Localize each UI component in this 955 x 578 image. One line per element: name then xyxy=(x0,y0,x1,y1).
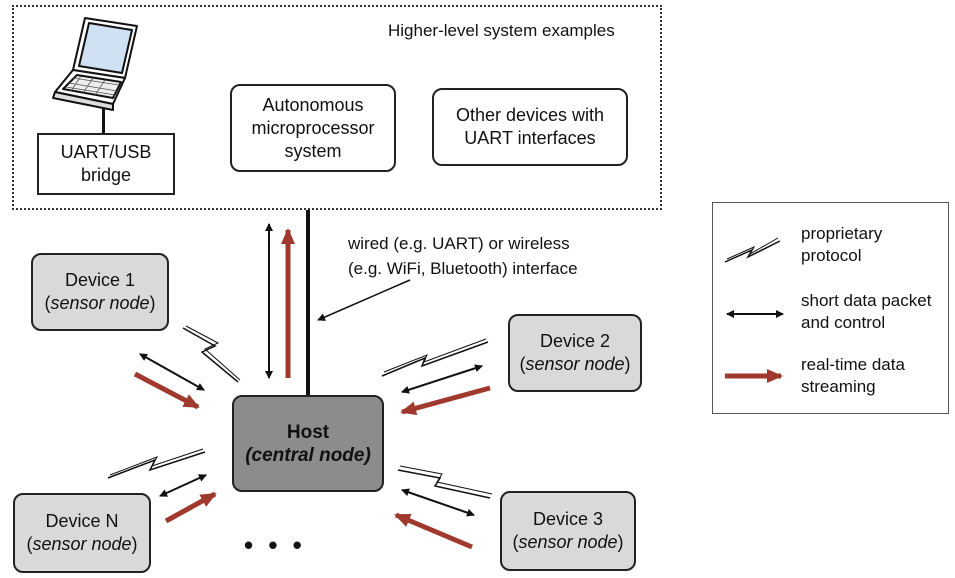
device3-box: Device 3 (sensor node) xyxy=(500,491,636,571)
laptop-cable xyxy=(102,108,105,134)
deviceN-role: (sensor node) xyxy=(26,534,138,554)
device3-wireless-zigzag-b xyxy=(399,465,493,495)
deviceN-wireless-zigzag-b xyxy=(109,448,204,476)
other-devices-box: Other devices with UART interfaces xyxy=(432,88,628,166)
uart-bridge-line2: bridge xyxy=(80,165,132,185)
deviceN-role-text: sensor node xyxy=(32,534,132,554)
legend-short-packet-line1: short data packet xyxy=(801,291,932,310)
device2-control-arrow xyxy=(401,364,483,394)
legend-proprietary-label: proprietary protocol xyxy=(801,223,882,267)
device3-role: (sensor node) xyxy=(512,532,624,552)
device2-wireless-zigzag xyxy=(381,341,489,377)
legend-streaming-line2: streaming xyxy=(801,377,876,396)
device1-wireless-zigzag-b xyxy=(185,325,241,381)
microprocessor-line1: Autonomous xyxy=(262,94,364,115)
legend-box xyxy=(712,202,949,414)
uart-bridge-line1: UART/USB xyxy=(60,142,152,162)
device3-control-arrow xyxy=(401,488,475,517)
device2-wireless-zigzag-b xyxy=(383,338,487,373)
device3-stream-arrow xyxy=(394,512,473,550)
microprocessor-line2: microprocessor xyxy=(251,117,375,138)
more-devices-ellipsis: • • • xyxy=(244,530,306,560)
device1-wireless-zigzag xyxy=(182,327,239,383)
device1-box: Device 1 (sensor node) xyxy=(31,253,169,331)
host-box: Host (central node) xyxy=(232,395,384,492)
device2-role-text: sensor node xyxy=(525,354,625,374)
interface-note-line1: wired (e.g. UART) or wireless xyxy=(348,234,570,253)
uart-usb-bridge-box: UART/USB bridge xyxy=(37,133,175,195)
deviceN-control-arrow xyxy=(159,474,207,497)
device2-name: Device 2 xyxy=(539,331,611,351)
higher-level-region xyxy=(12,5,662,210)
device2-stream-arrow xyxy=(400,385,491,416)
legend-streaming-label: real-time data streaming xyxy=(801,354,905,398)
device2-role: (sensor node) xyxy=(519,354,631,374)
higher-level-title: Higher-level system examples xyxy=(388,21,615,40)
microprocessor-box: Autonomous microprocessor system xyxy=(230,84,396,172)
device2-box: Device 2 (sensor node) xyxy=(508,314,642,392)
deviceN-stream-arrow xyxy=(164,491,217,524)
device1-control-arrow xyxy=(139,353,205,391)
device1-stream-arrow xyxy=(133,371,200,410)
host-role: (central node) xyxy=(245,444,371,466)
interface-note-line2: (e.g. WiFi, Bluetooth) interface xyxy=(348,259,578,278)
legend-short-packet-line2: and control xyxy=(801,313,886,332)
deviceN-box: Device N (sensor node) xyxy=(13,493,151,573)
legend-short-packet-label: short data packet and control xyxy=(801,290,931,334)
device3-name: Device 3 xyxy=(532,509,604,529)
legend-streaming-line1: real-time data xyxy=(801,355,905,374)
host-name: Host xyxy=(286,421,330,443)
interface-pointer-arrow xyxy=(317,279,411,321)
device1-name: Device 1 xyxy=(64,270,136,290)
other-devices-line2: UART interfaces xyxy=(464,128,596,148)
legend-proprietary-line2: protocol xyxy=(801,246,862,265)
interface-note: wired (e.g. UART) or wireless (e.g. WiFi… xyxy=(348,231,578,281)
device3-role-text: sensor node xyxy=(518,532,618,552)
microprocessor-line3: system xyxy=(284,140,342,161)
other-devices-line1: Other devices with xyxy=(455,105,605,125)
legend-proprietary-line1: proprietary xyxy=(801,224,883,243)
device1-role: (sensor node) xyxy=(44,293,156,313)
device1-role-text: sensor node xyxy=(50,293,150,313)
deviceN-name: Device N xyxy=(45,511,119,531)
legend-zigzag-icon-b xyxy=(726,237,779,260)
laptop-icon xyxy=(52,17,138,111)
